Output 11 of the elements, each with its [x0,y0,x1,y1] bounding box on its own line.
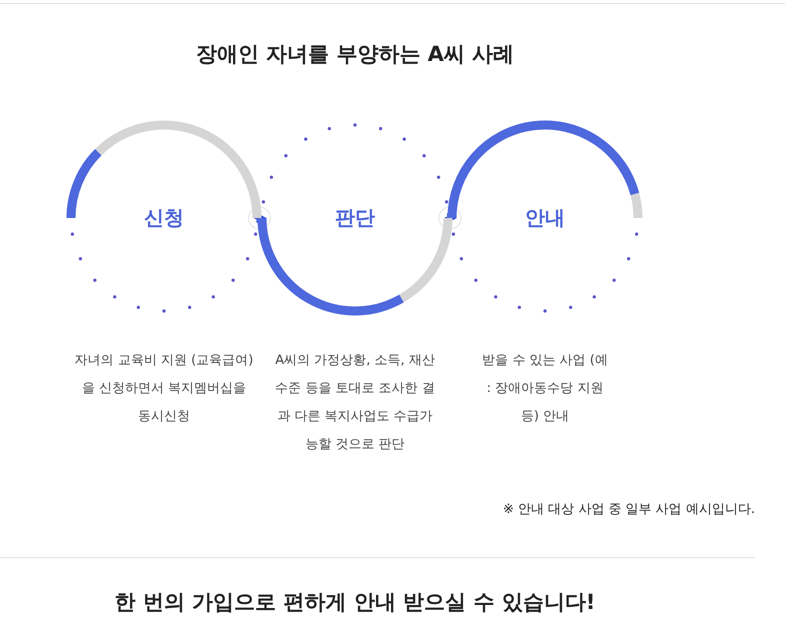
title: 장애인 자녀를 부양하는 A씨 사례 [194,41,516,68]
step-description: 자녀의 교육비 지원 (교육급여)을 신청하면서 복지멤버십을 동시신청 [74,352,254,426]
step-description: A씨의 가정상황, 소득, 재산 수준 등을 토대로 조사한 결과 다른 복지사업도 수급가능할 것으로 판단 [274,352,436,454]
step-title: 안내 [525,204,565,232]
step-title: 신청 [144,204,184,232]
caption: 한 번의 가입으로 편하게 안내 받으실 수 있습니다! [114,589,596,616]
arrow [254,213,266,223]
step-description: 받을 수 있는 사업 (예 : 장애아동수당 지원 등) 안내 [481,352,609,426]
arrow [445,213,457,223]
step-title: 판단 [335,204,375,232]
footnote: ※ 안내 대상 사업 중 일부 사업 예시입니다. [503,501,755,518]
